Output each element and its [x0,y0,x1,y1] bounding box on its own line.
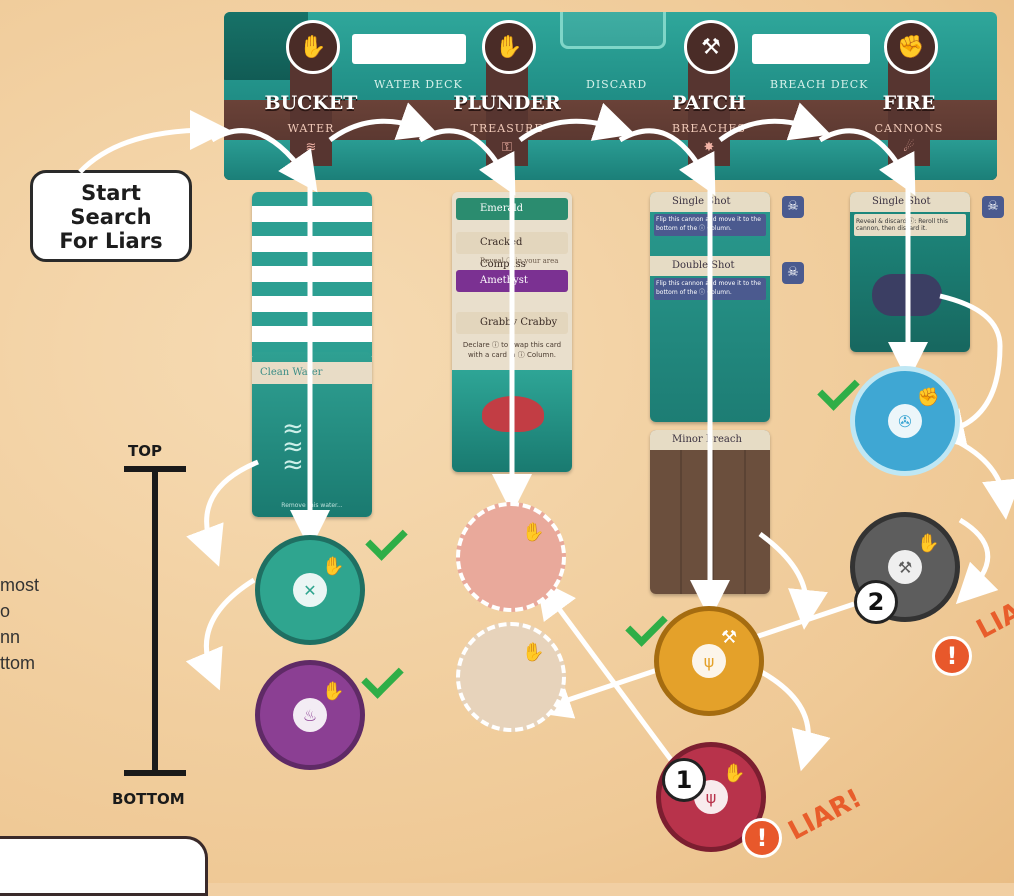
wrench-icon: ✕ [293,573,327,607]
bucket-icon: ✋ [322,556,344,577]
plunder-bag-icon: ✋ [917,533,939,554]
bottom-callout-box [0,836,208,896]
torch-icon: ✊ [917,387,939,408]
fish-icon: ✇ [888,404,922,438]
crew-token-purple[interactable]: ✋ ♨ [255,660,365,770]
step-badge-1: 1 [662,758,706,802]
hammer-icon: ⚒ [888,550,922,584]
crew-token-beige-ghost[interactable]: ✋ [456,622,566,732]
crew-token-teal[interactable]: ✋ ✕ [255,535,365,645]
crew-token-pink-ghost[interactable]: ✋ [456,502,566,612]
plunder-bag-icon: ✋ [522,642,544,663]
bucket-icon: ✋ [322,681,344,702]
warning-icon: ! [742,818,782,858]
step-badge-2: 2 [854,580,898,624]
fork-icon: ψ [692,644,726,678]
hammer-icon: ⚒ [721,627,737,648]
crew-token-orange[interactable]: ⚒ ψ [654,606,764,716]
plunder-bag-icon: ✋ [723,763,745,784]
plunder-bag-icon: ✋ [522,522,544,543]
fire-icon: ♨ [293,698,327,732]
warning-icon: ! [932,636,972,676]
crew-token-blue[interactable]: ✊ ✇ [850,366,960,476]
